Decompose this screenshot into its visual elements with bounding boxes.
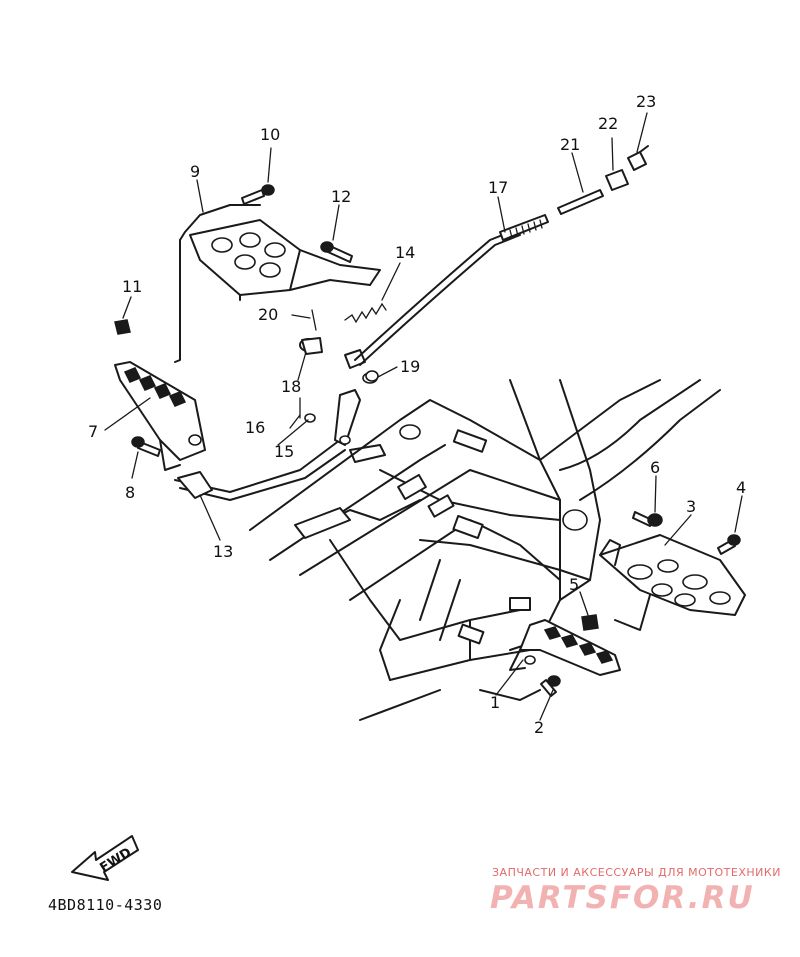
callout-18: 18 <box>281 377 301 396</box>
left-footrest <box>114 361 206 471</box>
left-step-panel <box>174 204 381 363</box>
callout-10: 10 <box>260 125 280 144</box>
callout-2: 2 <box>534 718 544 737</box>
callout-8: 8 <box>125 483 135 502</box>
brake-rod <box>354 214 549 366</box>
callout-20: 20 <box>258 305 278 324</box>
fwd-arrow-icon: FWD <box>71 835 139 881</box>
watermark-tagline: ЗАПЧАСТИ И АКСЕССУАРЫ ДЛЯ МОТОТЕХНИКИ <box>492 866 781 879</box>
callout-19: 19 <box>400 357 420 376</box>
fasteners <box>114 184 741 697</box>
callout-11: 11 <box>122 277 142 296</box>
right-footrest <box>509 619 621 676</box>
callout-9: 9 <box>190 162 200 181</box>
callout-17: 17 <box>488 178 508 197</box>
callout-23: 23 <box>636 92 656 111</box>
callout-16: 16 <box>245 418 265 437</box>
callout-4: 4 <box>736 478 746 497</box>
callout-5: 5 <box>569 575 579 594</box>
watermark-brand: PARTSFOR.RU <box>490 880 755 916</box>
callout-22: 22 <box>598 114 618 133</box>
callouts: 1 2 3 4 5 6 7 8 9 10 11 12 13 14 15 16 1… <box>88 92 746 737</box>
diagram-part-number: 4BD8110-4330 <box>48 896 162 914</box>
callout-3: 3 <box>686 497 696 516</box>
callout-21: 21 <box>560 135 580 154</box>
brake-pedal-linkage <box>174 309 378 501</box>
watermark: ЗАПЧАСТИ И АКСЕССУАРЫ ДЛЯ МОТОТЕХНИКИ PA… <box>490 866 781 916</box>
callout-7: 7 <box>88 422 98 441</box>
callout-15: 15 <box>274 442 294 461</box>
frame <box>249 379 721 721</box>
callout-14: 14 <box>395 243 415 262</box>
rod-end-parts <box>557 145 649 215</box>
callout-1: 1 <box>490 693 500 712</box>
leader-lines <box>104 112 743 721</box>
right-step-panel <box>599 534 746 631</box>
callout-6: 6 <box>650 458 660 477</box>
return-spring <box>344 302 387 324</box>
callout-13: 13 <box>213 542 233 561</box>
callout-12: 12 <box>331 187 351 206</box>
